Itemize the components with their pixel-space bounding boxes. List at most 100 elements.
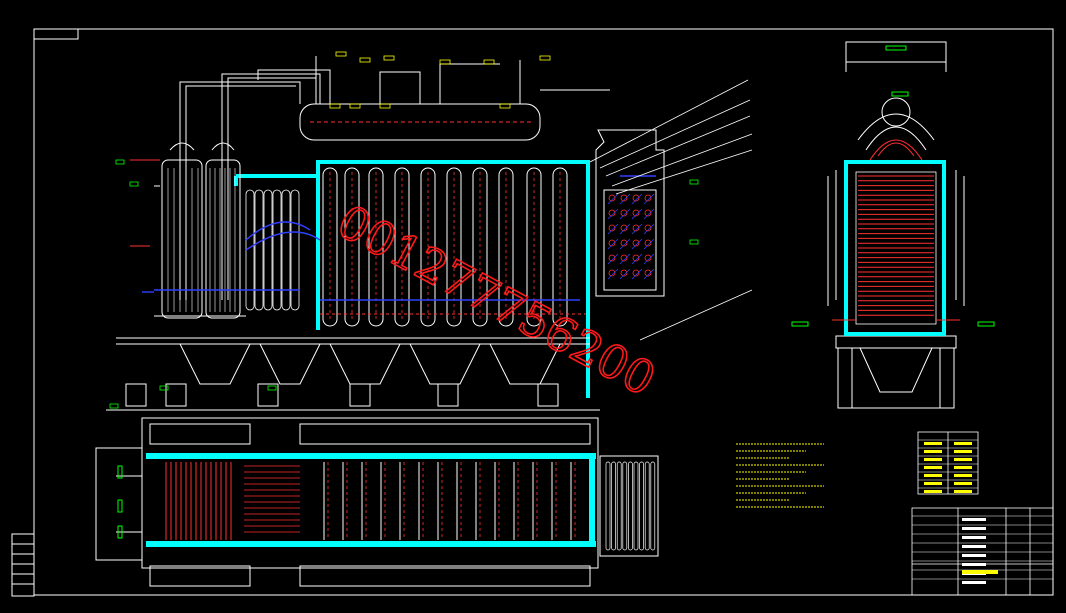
plan-econ-tube: [644, 461, 650, 551]
economizer-link: [631, 268, 643, 280]
economizer-link: [619, 253, 631, 265]
spec-row-text: [924, 482, 942, 485]
plan-insulation: [146, 453, 596, 547]
economizer-tube-end: [632, 224, 640, 232]
economizer-tube-end: [620, 269, 628, 277]
economizer-tube-end: [608, 239, 616, 247]
side-outline: [827, 41, 965, 409]
economizer-tube-end: [608, 269, 616, 277]
tube-loop: [498, 167, 514, 327]
spec-table: [917, 431, 979, 495]
economizer-tube-end: [632, 254, 640, 262]
title-row-text: [962, 563, 986, 566]
economizer-tube-end: [632, 269, 640, 277]
side-elevation-view: [791, 41, 995, 409]
spec-row-value: [954, 450, 972, 453]
side-insulation: [844, 160, 946, 336]
dimension-mark: [689, 179, 699, 185]
economizer-link: [619, 268, 631, 280]
economizer-link: [607, 223, 619, 235]
economizer-link: [619, 223, 631, 235]
superheater-coil: [254, 189, 264, 311]
economizer-link: [619, 208, 631, 220]
economizer-tube-end: [620, 254, 628, 262]
economizer-grid: [607, 193, 655, 280]
economizer-link: [631, 238, 643, 250]
spec-row-value: [954, 474, 972, 477]
economizer-tube-end: [644, 194, 652, 202]
economizer-link: [643, 253, 655, 265]
economizer-link: [631, 223, 643, 235]
spec-row-value: [954, 442, 972, 445]
plan-superheater-tubes: [165, 462, 300, 540]
label-plate: [335, 51, 347, 57]
economizer-tube-end: [632, 239, 640, 247]
spec-row-text: [924, 474, 942, 477]
spec-table-rows: [918, 439, 978, 493]
spec-row-text: [924, 466, 942, 469]
title-row-text: [962, 581, 986, 584]
spec-row-value: [954, 490, 972, 493]
label-plate: [349, 103, 361, 109]
dimension-mark: [115, 159, 125, 165]
label-plate: [359, 57, 371, 63]
economizer-link: [607, 268, 619, 280]
economizer-link: [643, 208, 655, 220]
tube-banks: [167, 167, 568, 327]
spec-row-value: [954, 458, 972, 461]
plan-econ-tube: [639, 461, 644, 551]
spec-row-text: [924, 458, 942, 461]
title-row-text: [962, 527, 986, 530]
economizer-tube-end: [632, 194, 640, 202]
technical-notes: [736, 443, 824, 508]
economizer-tube-end: [620, 224, 628, 232]
label-plate: [383, 55, 395, 61]
label-plate: [379, 103, 391, 109]
support-girders: [106, 337, 600, 411]
side-dimension-marks: [791, 45, 995, 327]
drawing-name: [962, 570, 998, 574]
economizer-tube-end: [644, 239, 652, 247]
dimension-mark: [689, 239, 699, 245]
plan-econ-tube: [650, 461, 656, 551]
superheater-coil: [281, 189, 291, 311]
economizer-tube-end: [620, 209, 628, 217]
economizer-tube-end: [608, 194, 616, 202]
economizer-tube-end: [632, 209, 640, 217]
economizer-tube-end: [644, 269, 652, 277]
economizer-link: [631, 193, 643, 205]
plan-outline: [95, 417, 659, 587]
economizer-link: [619, 193, 631, 205]
front-elevation-view: [106, 51, 753, 411]
dimension-mark: [109, 403, 119, 409]
leader-lines: [589, 79, 753, 341]
label-plate: [329, 103, 341, 109]
title-row-text: [962, 554, 986, 557]
plan-econ-tube: [605, 461, 611, 551]
economizer-tube-end: [608, 224, 616, 232]
superheater-headers: [154, 142, 246, 319]
spec-row-text: [924, 450, 942, 453]
superheater-coil: [263, 189, 273, 311]
plan-boiler-tubes: [323, 462, 576, 540]
economizer-link: [643, 268, 655, 280]
superheater-coil: [272, 189, 282, 311]
economizer-link: [607, 253, 619, 265]
plan-section-view: [95, 417, 659, 587]
label-plate: [539, 55, 551, 61]
plan-econ-tube: [622, 461, 628, 551]
economizer-link: [643, 193, 655, 205]
plan-econ-tube: [616, 461, 622, 551]
tube-loop: [446, 167, 462, 327]
economizer-tube-end: [644, 254, 652, 262]
economizer-tube-end: [620, 239, 628, 247]
steam-drum: [299, 103, 541, 141]
economizer-link: [631, 253, 643, 265]
tube-loop: [526, 167, 542, 327]
economizer-link: [643, 238, 655, 250]
economizer-link: [607, 208, 619, 220]
side-hot-pipes: [832, 139, 960, 321]
side-tube-frame: [855, 171, 937, 325]
dimension-mark: [129, 181, 139, 187]
